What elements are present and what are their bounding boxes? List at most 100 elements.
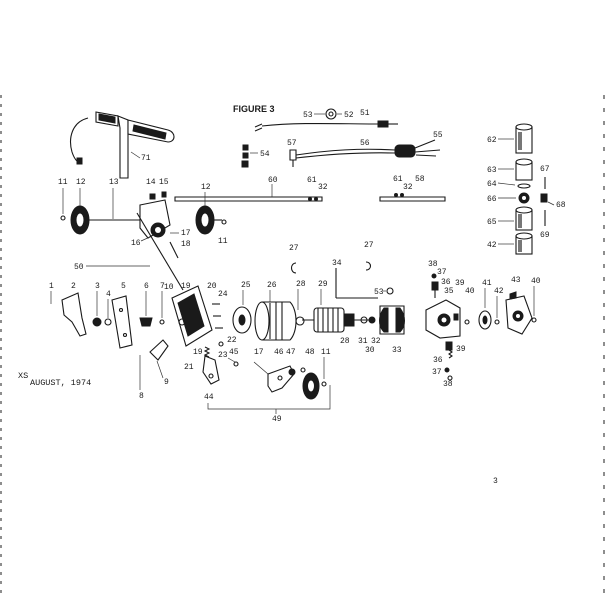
label-14: 14: [146, 178, 156, 187]
motor-housing-26: [254, 301, 297, 341]
label-7: 7: [160, 282, 165, 291]
switch-lead-wires-56: [295, 148, 396, 159]
crank-arm-44: [202, 355, 220, 385]
label-44: 44: [204, 393, 214, 402]
label-46: 46: [274, 348, 284, 357]
label-5: 5: [121, 282, 126, 291]
label-24: 24: [218, 290, 228, 299]
label-1: 1: [49, 282, 54, 291]
axle-bar-60: [174, 196, 323, 202]
label-27-right: 27: [364, 241, 374, 250]
label-12-left: 12: [76, 178, 86, 187]
label-32-low: 32: [371, 337, 381, 346]
sleeve-42-upper: [515, 232, 533, 255]
crank-lever-46: [267, 365, 295, 393]
label-19-top: 19: [181, 282, 191, 291]
brush-holder-36-low: [445, 341, 453, 359]
label-69: 69: [540, 231, 550, 240]
label-67: 67: [540, 165, 550, 174]
label-61-left: 61: [307, 176, 317, 185]
label-19-low: 19: [193, 348, 203, 357]
end-housing-40: [425, 299, 461, 339]
label-37-top: 37: [437, 268, 447, 277]
clip-27-right: [365, 261, 372, 271]
scan-edge-marks: [0, 95, 605, 599]
label-2: 2: [71, 282, 76, 291]
label-37-low: 37: [432, 368, 442, 377]
label-71: 71: [141, 154, 151, 163]
clip-27-left: [290, 262, 297, 274]
bearing-41: [478, 310, 492, 330]
label-39-top: 39: [455, 279, 465, 288]
label-11-low: 11: [321, 348, 331, 357]
label-20: 20: [207, 282, 217, 291]
label-57: 57: [287, 139, 297, 148]
label-65: 65: [487, 218, 497, 227]
label-36-low: 36: [433, 356, 443, 365]
label-36-top: 36: [441, 278, 451, 287]
label-47: 47: [286, 348, 296, 357]
label-25: 25: [241, 281, 251, 290]
wheel-12-right: [195, 205, 215, 235]
label-52: 52: [344, 111, 354, 120]
label-49: 49: [272, 415, 282, 424]
sleeve-62: [515, 123, 533, 154]
end-cap-43: [505, 291, 533, 335]
footer-code: XS: [18, 371, 28, 381]
label-53-mid: 53: [374, 288, 384, 297]
plate-5: [111, 295, 133, 349]
label-56: 56: [360, 139, 370, 148]
label-12-right: 12: [201, 183, 211, 192]
label-32-right: 32: [403, 183, 413, 192]
label-32-left: 32: [318, 183, 328, 192]
label-18: 18: [181, 240, 191, 249]
page-mark: 3: [493, 477, 498, 486]
label-45: 45: [229, 348, 239, 357]
armature-29: [302, 307, 374, 333]
label-55: 55: [433, 131, 443, 140]
label-28-top: 28: [296, 280, 306, 289]
label-43: 43: [511, 276, 521, 285]
label-11-right: 11: [218, 237, 228, 246]
label-64: 64: [487, 180, 497, 189]
label-42-upper: 42: [487, 241, 497, 250]
brush-holder-36: [431, 281, 439, 298]
nut-3: [92, 317, 102, 327]
label-41: 41: [482, 279, 492, 288]
label-68: 68: [556, 201, 566, 210]
handle-assembly: [70, 111, 175, 179]
label-6: 6: [144, 282, 149, 291]
label-17-top: 17: [181, 229, 191, 238]
label-17-low: 17: [254, 348, 264, 357]
knob-6: [139, 317, 153, 327]
label-31: 31: [358, 337, 368, 346]
gear-frame-14: [139, 193, 171, 239]
label-48: 48: [305, 348, 315, 357]
label-63: 63: [487, 166, 497, 175]
label-22: 22: [227, 336, 237, 345]
label-54: 54: [260, 150, 270, 159]
plate-58: [379, 193, 446, 202]
sleeve-65: [515, 206, 533, 231]
label-62: 62: [487, 136, 497, 145]
ring-64: [517, 183, 531, 189]
label-15: 15: [159, 178, 169, 187]
label-27-left: 27: [289, 244, 299, 253]
label-38-low: 38: [443, 380, 453, 389]
label-35: 35: [444, 287, 454, 296]
power-cord-51: [254, 120, 398, 132]
label-40-right: 40: [531, 277, 541, 286]
label-42-low: 42: [494, 287, 504, 296]
label-10: 10: [164, 283, 174, 292]
label-33: 33: [392, 346, 402, 355]
label-66: 66: [487, 195, 497, 204]
label-51: 51: [360, 109, 370, 118]
label-38-top: 38: [428, 260, 438, 269]
label-16: 16: [131, 239, 141, 248]
label-60: 60: [268, 176, 278, 185]
figure-title: FIGURE 3: [233, 104, 275, 114]
label-53-top: 53: [303, 111, 313, 120]
label-3: 3: [95, 282, 100, 291]
bracket-2: [61, 292, 87, 337]
